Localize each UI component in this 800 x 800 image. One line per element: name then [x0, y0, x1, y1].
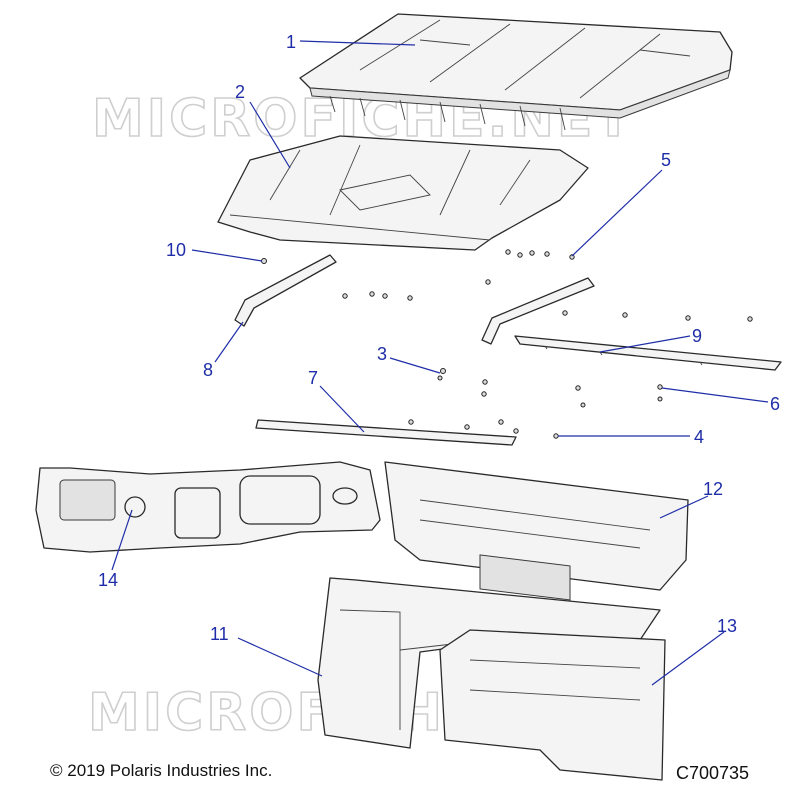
dash-frame-part: [35, 461, 381, 553]
callout-9: 9: [692, 326, 702, 346]
callout-5: 5: [661, 150, 671, 170]
rear-panel-12: [384, 461, 689, 601]
left-trim-strip: [234, 254, 337, 327]
rear-panel-11: [317, 577, 661, 749]
callout-3: 3: [377, 344, 387, 364]
drawing-number: C700735: [676, 763, 750, 783]
callout-4: 4: [694, 427, 704, 447]
callout-13: 13: [717, 616, 737, 636]
callout-leaders: [111, 40, 769, 686]
callout-2: 2: [235, 82, 245, 102]
callout-6: 6: [770, 394, 780, 414]
callout-14: 14: [98, 570, 118, 590]
copyright-text: © 2019 Polaris Industries Inc.: [50, 761, 273, 780]
callout-11: 11: [210, 624, 229, 644]
callout-8: 8: [203, 360, 213, 380]
fasteners: [261, 249, 753, 439]
callout-10: 10: [166, 240, 186, 260]
rear-panel-13: [439, 629, 666, 781]
right-trim-strip: [481, 277, 595, 345]
callout-7: 7: [308, 368, 318, 388]
callout-1: 1: [286, 32, 296, 52]
callout-labels: 1 2 3 4 5 6 7 8 9 10 11 12 13 14: [98, 32, 780, 644]
callout-12: 12: [703, 479, 723, 499]
front-trim-strip: [255, 419, 517, 446]
rear-trim-bar: [514, 335, 782, 371]
headliner-part: [217, 135, 589, 251]
